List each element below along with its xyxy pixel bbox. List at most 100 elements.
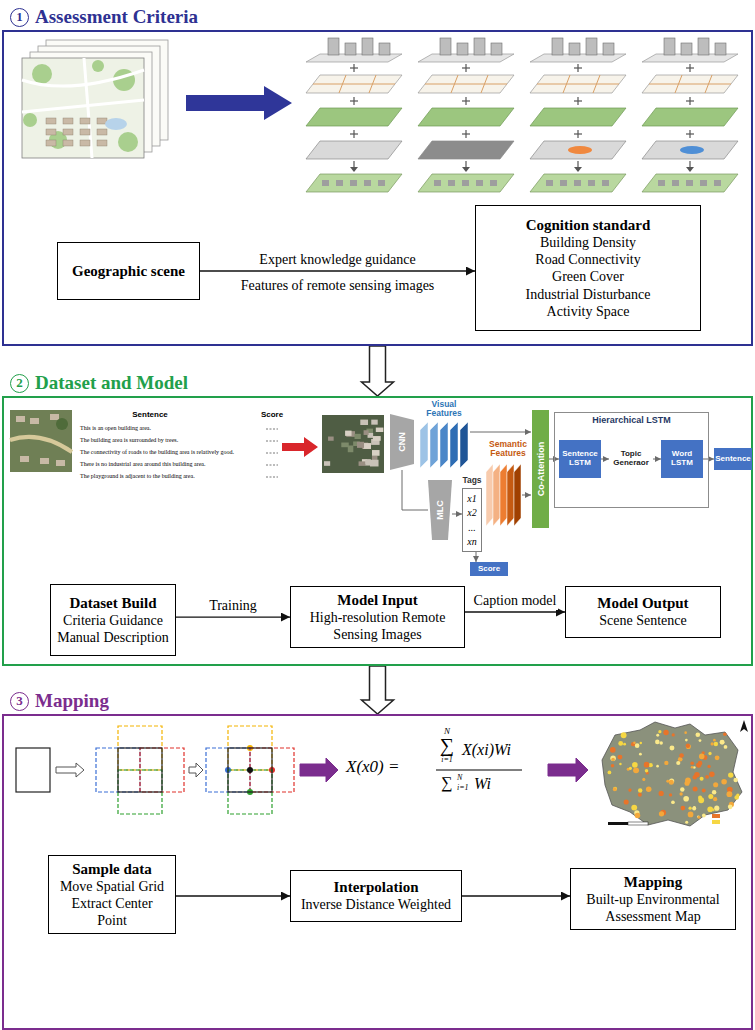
assessment-dot: [686, 744, 691, 749]
assessment-dot: [693, 787, 698, 792]
connector: [200, 270, 475, 271]
building: [46, 140, 56, 146]
building-mark: [462, 180, 469, 186]
score-dash: [266, 429, 278, 430]
assessment-dot: [617, 755, 622, 760]
assessment-dot: [679, 792, 682, 795]
building-mark: [574, 180, 581, 186]
assessment-dot: [656, 734, 659, 737]
image-roof: [357, 442, 364, 448]
connector: [402, 470, 428, 510]
building-mark: [560, 180, 567, 186]
layer-column: [530, 38, 626, 192]
connector: [462, 895, 570, 896]
assessment-dot: [694, 772, 700, 778]
base-grid: [228, 748, 272, 792]
feature-map: [460, 422, 468, 468]
box-text: Inverse Distance Weighted: [301, 896, 451, 913]
assessment-dot: [713, 739, 716, 742]
lstm-box: Sentence LSTM: [559, 440, 601, 478]
assessment-dot: [692, 806, 696, 810]
assessment-dot: [685, 781, 690, 786]
site-plan: [22, 58, 144, 158]
process-box: Model InputHigh-resolution Remote Sensin…: [290, 586, 465, 648]
feature-map: [500, 464, 507, 526]
flow-arrow: [282, 437, 318, 457]
assessment-dot: [633, 741, 635, 743]
assessment-dot: [680, 787, 684, 791]
down-arrow: [686, 167, 694, 172]
image-roof: [341, 443, 348, 448]
assessment-dot: [611, 758, 615, 762]
fraction-bar: [436, 770, 522, 771]
box-text: Manual Description: [57, 629, 169, 646]
building-block: [345, 43, 356, 55]
lstm-group: Hierarchical LSTMSentence LSTMTopic Gene…: [554, 412, 709, 508]
study-area: [16, 748, 50, 792]
box-label: Sentence: [715, 455, 751, 464]
assessment-dot: [681, 806, 686, 811]
plus-sign: [577, 64, 578, 72]
box-title: Sample data: [72, 860, 152, 878]
assessment-dot: [632, 762, 638, 768]
section-heading: Assessment Criteria: [35, 6, 198, 28]
assessment-dot: [631, 805, 637, 811]
feature-map: [486, 464, 493, 526]
connector: [176, 616, 290, 617]
assessment-dot: [695, 732, 700, 737]
assessment-dot: [726, 791, 732, 797]
plus-sign: [577, 97, 578, 105]
table-cell: The building area is surrounded by trees…: [80, 437, 178, 443]
box-text: Green Cover: [552, 268, 624, 285]
assessment-dot: [633, 767, 639, 773]
building: [46, 118, 56, 124]
road-line: [481, 75, 488, 93]
building-block: [457, 43, 468, 55]
feature-arrow: [470, 432, 531, 433]
road-line: [563, 75, 570, 93]
road-line: [649, 84, 731, 85]
cnn-block: CNN: [390, 414, 414, 470]
center-point: [247, 767, 253, 773]
assessment-dot: [621, 732, 627, 738]
assessment-dot: [610, 756, 616, 762]
image-roof: [328, 437, 334, 441]
layer-column: [642, 38, 738, 192]
box-title: Geographic scene: [72, 262, 185, 280]
road-line: [593, 75, 600, 93]
box-text: Criteria Guidance: [63, 612, 163, 629]
feature-label: Semantic Features: [485, 440, 531, 459]
table-cell: The connectivity of roads to the buildin…: [80, 449, 234, 455]
scale-bar: [608, 822, 628, 825]
assessment-dot: [640, 742, 643, 745]
building-block: [328, 38, 339, 55]
assessment-dot: [613, 787, 617, 791]
assessment-dot: [713, 797, 717, 801]
assessment-dot: [624, 800, 629, 805]
assessment-dot: [728, 772, 733, 777]
box-text: Industrial Disturbance: [526, 286, 651, 303]
block-label: MLC: [436, 500, 445, 520]
building: [46, 129, 56, 135]
road-line: [675, 75, 682, 93]
road-line: [537, 84, 619, 85]
formula-term: Wi: [474, 776, 491, 792]
map-layer: [642, 108, 738, 126]
building-mark: [700, 180, 707, 186]
flow-arrow: [189, 763, 203, 777]
tree-patch: [92, 60, 104, 72]
assessment-dot: [691, 766, 694, 769]
assessment-dot: [708, 794, 713, 799]
activity-spot: [680, 146, 704, 154]
edge-label: Training: [207, 598, 259, 615]
assessment-dot: [666, 780, 669, 783]
score-dash: [266, 465, 278, 466]
building: [97, 140, 107, 146]
assessment-dot: [714, 742, 718, 746]
building-mark: [714, 180, 721, 186]
assessment-dot: [655, 740, 660, 745]
assessment-dot: [658, 730, 661, 733]
box-title: Cognition standard: [526, 216, 651, 234]
industry-spot: [568, 146, 592, 154]
